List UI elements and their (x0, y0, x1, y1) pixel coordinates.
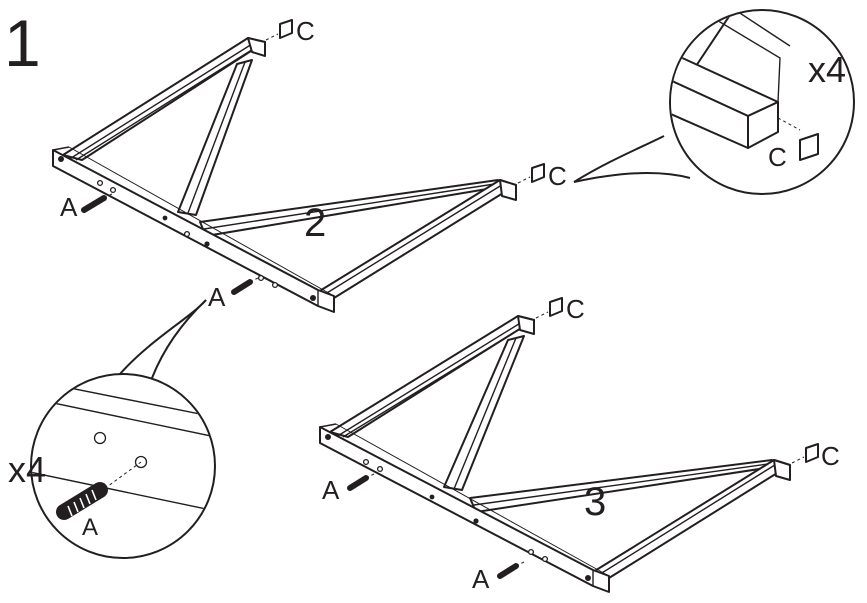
wood-dowel-icon (81, 193, 113, 213)
frame-3-label: 3 (584, 480, 606, 524)
frame-2-label: 2 (304, 201, 326, 245)
dowel-label: A (208, 282, 226, 312)
magnifier-callout-icon (573, 9, 855, 195)
dowel-label: A (472, 564, 490, 594)
cap-label: C (768, 142, 787, 172)
end-cap-icon (535, 297, 563, 319)
wood-dowel-icon (497, 561, 525, 579)
wood-dowel-icon (56, 482, 108, 520)
cap-label: C (296, 16, 315, 46)
wood-dowel-icon (231, 277, 259, 295)
dowel-label: A (82, 514, 98, 541)
frame-2 (52, 37, 517, 313)
end-cap-icon (517, 163, 545, 184)
dowel-label: A (60, 192, 78, 222)
cap-quantity: x4 (808, 49, 846, 90)
end-cap-icon (265, 19, 293, 41)
cap-label: C (821, 441, 840, 471)
end-cap-icon (791, 443, 819, 464)
frame-3 (319, 315, 791, 593)
cap-label: C (566, 294, 585, 324)
magnifier-callout-icon (30, 299, 216, 559)
dowel-quantity: x4 (8, 449, 46, 490)
step-number: 1 (4, 6, 41, 80)
end-cap-icon (799, 133, 819, 161)
wood-dowel-icon (347, 473, 375, 491)
cap-label: C (548, 161, 567, 191)
dowel-label: A (322, 475, 340, 505)
